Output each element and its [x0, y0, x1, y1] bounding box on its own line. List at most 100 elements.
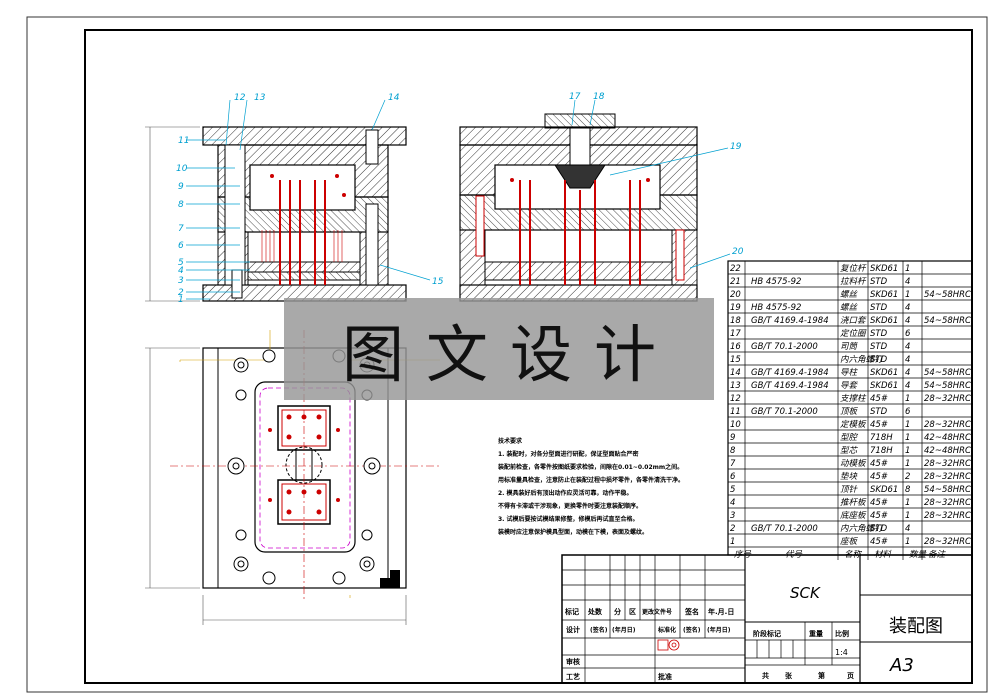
tb-std-date: (年月日): [707, 626, 731, 634]
bom-cell: 浇口套: [840, 315, 867, 326]
bom-cell: 5: [730, 485, 735, 495]
tb-sheets: 张: [785, 671, 793, 680]
right-view-part-numbers: 17 18 19 20: [569, 92, 744, 257]
bom-cell: 54~58HRC: [924, 381, 971, 391]
tb-design-date: (年月日): [612, 626, 636, 634]
bom-cell: 28~32HRC: [924, 511, 971, 521]
tb-design: 设计: [566, 625, 580, 634]
bom-cell: 内六角螺钉: [840, 523, 884, 534]
bom-cell: 螺丝: [840, 302, 859, 313]
bom-cell: 45#: [870, 459, 888, 469]
bom-cell: 8: [730, 446, 736, 456]
bom-cell: 1: [905, 394, 910, 404]
bom-cell: 司筒: [840, 341, 859, 352]
part-label-20: 20: [732, 247, 744, 257]
tb-page-unit: 页: [847, 672, 854, 680]
bom-cell: 3: [730, 511, 735, 521]
bom-cell: SKD61: [870, 368, 898, 378]
note-line-7: 装模时应注意保护模具型面，动模在下模，表面及螺纹。: [497, 528, 648, 536]
tb-sheet-size: A3: [889, 655, 914, 676]
bom-cell: 型芯: [840, 445, 859, 456]
bom-cell: 45#: [870, 394, 888, 404]
tb-change-doc: 更改文件号: [642, 608, 672, 616]
bom-cell: 1: [905, 537, 910, 547]
part-label-3: 3: [178, 276, 184, 286]
tb-std-sign: (签名): [683, 626, 701, 634]
part-label-5: 5: [178, 258, 184, 268]
tb-page: 第: [818, 671, 825, 680]
bom-cell: STD: [870, 355, 888, 365]
bom-cell: GB/T 4169.4-1984: [751, 368, 829, 378]
part-label-15: 15: [432, 277, 444, 287]
tb-scale: 1:4: [835, 648, 848, 657]
tb-drawing-name: 装配图: [889, 616, 943, 637]
bom-cell: 内六角螺钉: [840, 354, 884, 365]
tb-count: 处数: [587, 607, 603, 616]
bom-cell: 10: [730, 420, 741, 430]
bom-cell: 2: [730, 524, 735, 534]
bom-cell: 4: [730, 498, 735, 508]
bom-cell: 14: [730, 368, 741, 378]
bom-cell: 16: [730, 342, 741, 352]
bom-cell: 8: [905, 485, 911, 495]
bom-cell: 座板: [840, 536, 859, 547]
bom-cell: 定位圈: [840, 328, 867, 339]
bom-cell: 17: [730, 329, 741, 339]
bom-cell: 45#: [870, 420, 888, 430]
tb-review: 审核: [566, 657, 580, 666]
tb-ratio: 比例: [835, 629, 849, 638]
bom-cell: 718H: [870, 433, 893, 443]
projection-symbol: [657, 639, 680, 651]
bom-cell: HB 4575-92: [751, 277, 801, 287]
bom-cell: 螺丝: [840, 289, 859, 300]
bom-cell: 1: [905, 433, 910, 443]
watermark-text: 图文设计: [341, 318, 678, 391]
bom-cell: SKD61: [870, 316, 898, 326]
part-label-4: 4: [178, 266, 184, 276]
part-label-10: 10: [176, 164, 188, 174]
bom-cell: 1: [905, 511, 910, 521]
part-label-11: 11: [178, 136, 189, 146]
bom-cell: 12: [730, 394, 741, 404]
tb-design-sign: (签名): [590, 626, 608, 634]
part-label-14: 14: [388, 93, 400, 103]
bom-cell: 拉料杆: [840, 276, 867, 287]
bom-cell: 718H: [870, 446, 893, 456]
tb-standard: 标准化: [657, 626, 676, 634]
note-line-2: 装配前检查，各零件按图纸要求检验，间隙在0.01~0.02mm之间。: [497, 463, 683, 471]
part-label-6: 6: [178, 241, 184, 251]
bom-cell: SKD61: [870, 381, 898, 391]
outer-border: [26, 16, 988, 693]
bom-cell: 1: [730, 537, 735, 547]
bom-cell: 6: [905, 407, 911, 417]
bom-cell: 28~32HRC: [924, 537, 971, 547]
bom-cell: 28~32HRC: [924, 394, 971, 404]
note-line-4: 2. 模具装好后有顶出动作应灵活可靠，动作平稳。: [498, 489, 633, 497]
bom-cell: 4: [905, 355, 910, 365]
tb-zone: 区: [629, 608, 636, 616]
bom-cell: GB/T 4169.4-1984: [751, 381, 829, 391]
bom-cell: 1: [905, 446, 910, 456]
left-section-view: [145, 126, 407, 302]
tb-process: 工艺: [566, 672, 580, 681]
bom-cell: 19: [730, 303, 741, 313]
bom-cell: 4: [905, 277, 910, 287]
left-view-part-numbers: 11 10 9 8 7 6 5 4 3 2 1 12 13 14 15: [176, 93, 444, 305]
bom-cell: 15: [730, 355, 741, 365]
bom-cell: 1: [905, 264, 910, 274]
bom-cell: 6: [905, 329, 911, 339]
part-label-12: 12: [234, 93, 246, 103]
bom-cell: 垫块: [840, 471, 858, 482]
tb-approve: 批准: [658, 672, 672, 681]
bom-cell: 22: [730, 264, 741, 274]
bom-cell: 4: [905, 524, 910, 534]
note-line-1: 1. 装配时，对各分型面进行研配，保证型面贴合严密: [498, 450, 639, 458]
part-label-19: 19: [730, 142, 742, 152]
bom-cell: 4: [905, 368, 910, 378]
bom-cell: GB/T 70.1-2000: [751, 407, 818, 417]
title-block: [561, 554, 973, 684]
bom-cell: GB/T 70.1-2000: [751, 342, 818, 352]
bom-cell: 1: [905, 498, 910, 508]
bom-cell: STD: [870, 524, 888, 534]
tb-mark: 标记: [564, 607, 579, 616]
